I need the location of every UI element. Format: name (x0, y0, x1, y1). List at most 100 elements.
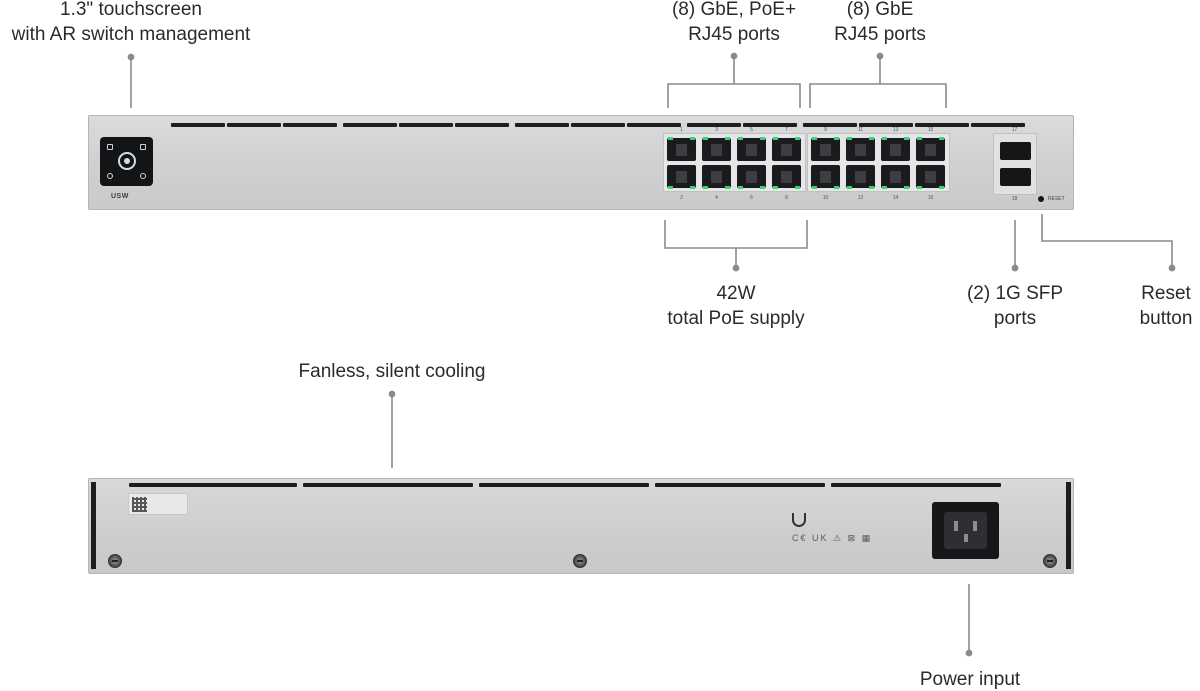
port-led-icon (939, 137, 944, 140)
touchscreen-icon[interactable] (100, 137, 153, 186)
port-led-icon (668, 137, 673, 140)
rj45-port-icon[interactable] (846, 137, 875, 161)
sfp-port-icon[interactable] (1000, 142, 1031, 160)
port-led-icon (917, 137, 922, 140)
reset-label: RESET (1048, 196, 1065, 202)
vent-slot (831, 483, 1001, 487)
port-led-icon (725, 186, 730, 189)
power-callout-line1: Power input (919, 669, 1021, 690)
vent-slot (479, 483, 649, 487)
sfp-cage (993, 133, 1037, 195)
rj45-port-icon[interactable] (737, 137, 766, 161)
touchscreen-callout: 1.3" touchscreen with AR switch manageme… (0, 0, 262, 47)
poe-ports-callout: (8) GbE, PoE+ RJ45 ports (648, 0, 820, 47)
vent-slot (743, 123, 797, 127)
port-led-icon (725, 137, 730, 140)
vent-slot (687, 123, 741, 127)
sfp-port-icon[interactable] (1000, 168, 1031, 186)
switch-rear-panel: C€ UK ⚠ ⊠ ▦ (88, 478, 1074, 574)
screen-key-icon (140, 173, 146, 179)
touchscreen-callout-line1: 1.3" touchscreen (60, 0, 202, 20)
gbe-ports-callout-line1: (8) GbE (846, 0, 914, 20)
port-led-icon (882, 137, 887, 140)
screw-icon (1043, 554, 1057, 568)
vent-slot (303, 483, 473, 487)
power-pin (973, 521, 977, 531)
port-led-icon (869, 186, 874, 189)
qr-code-icon (128, 493, 188, 515)
rj45-port-icon[interactable] (667, 165, 696, 189)
rj45-port-icon[interactable] (702, 137, 731, 161)
rj45-port-icon[interactable] (811, 165, 840, 189)
port-led-icon (690, 186, 695, 189)
touch-wheel-icon (118, 152, 136, 170)
port-number: 4 (715, 195, 718, 201)
sfp-number: 18 (1011, 196, 1018, 202)
vent-slot (455, 123, 509, 127)
rack-ear (91, 482, 96, 569)
port-led-icon (703, 186, 708, 189)
port-number: 15 (927, 127, 934, 133)
power-inlet-icon[interactable] (932, 502, 999, 559)
rj45-port-icon[interactable] (811, 137, 840, 161)
vent-slot (399, 123, 453, 127)
port-led-icon (917, 186, 922, 189)
vent-slot (915, 123, 969, 127)
screw-icon (573, 554, 587, 568)
vent-slot (129, 483, 297, 487)
rj45-port-icon[interactable] (772, 137, 801, 161)
touchscreen-callout-line2: with AR switch management (11, 24, 251, 45)
vent-slot (283, 123, 337, 127)
vent-slot (803, 123, 857, 127)
reset-callout: Reset button (1132, 281, 1200, 331)
sfp-number: 17 (1011, 127, 1018, 133)
rj45-port-icon[interactable] (916, 137, 945, 161)
vent-slot (227, 123, 281, 127)
rj45-port-icon[interactable] (702, 165, 731, 189)
vent-slot (971, 123, 1025, 127)
port-number: 1 (680, 127, 683, 133)
port-led-icon (773, 137, 778, 140)
rj45-port-icon[interactable] (881, 165, 910, 189)
rj45-port-icon[interactable] (881, 137, 910, 161)
port-number: 10 (822, 195, 829, 201)
port-led-icon (668, 186, 673, 189)
power-socket (944, 512, 987, 549)
reset-callout-line2: button (1139, 308, 1193, 329)
rj45-port-icon[interactable] (667, 137, 696, 161)
ubiquiti-logo-icon (792, 513, 806, 527)
sfp-ports-callout: (2) 1G SFP ports (950, 281, 1080, 331)
port-led-icon (738, 137, 743, 140)
screen-key-icon (140, 144, 146, 150)
poe-ports-callout-line1: (8) GbE, PoE+ (671, 0, 797, 20)
port-led-icon (812, 186, 817, 189)
rj45-port-icon[interactable] (846, 165, 875, 189)
port-number: 9 (824, 127, 827, 133)
port-led-icon (690, 137, 695, 140)
vent-slot (515, 123, 569, 127)
port-led-icon (904, 186, 909, 189)
port-led-icon (847, 137, 852, 140)
vent-slot (627, 123, 681, 127)
port-led-icon (834, 186, 839, 189)
vent-slot (171, 123, 225, 127)
port-led-icon (773, 186, 778, 189)
port-led-icon (703, 137, 708, 140)
rj45-port-icon[interactable] (772, 165, 801, 189)
screw-icon (108, 554, 122, 568)
screen-key-icon (107, 173, 113, 179)
port-led-icon (760, 186, 765, 189)
rj45-port-icon[interactable] (737, 165, 766, 189)
vent-slot (343, 123, 397, 127)
port-led-icon (738, 186, 743, 189)
gbe-ports-callout-line2: RJ45 ports (834, 24, 926, 45)
port-number: 13 (892, 127, 899, 133)
port-led-icon (882, 186, 887, 189)
port-led-icon (847, 186, 852, 189)
reset-button-icon[interactable] (1038, 196, 1044, 202)
port-number: 7 (785, 127, 788, 133)
port-led-icon (834, 137, 839, 140)
rj45-port-icon[interactable] (916, 165, 945, 189)
